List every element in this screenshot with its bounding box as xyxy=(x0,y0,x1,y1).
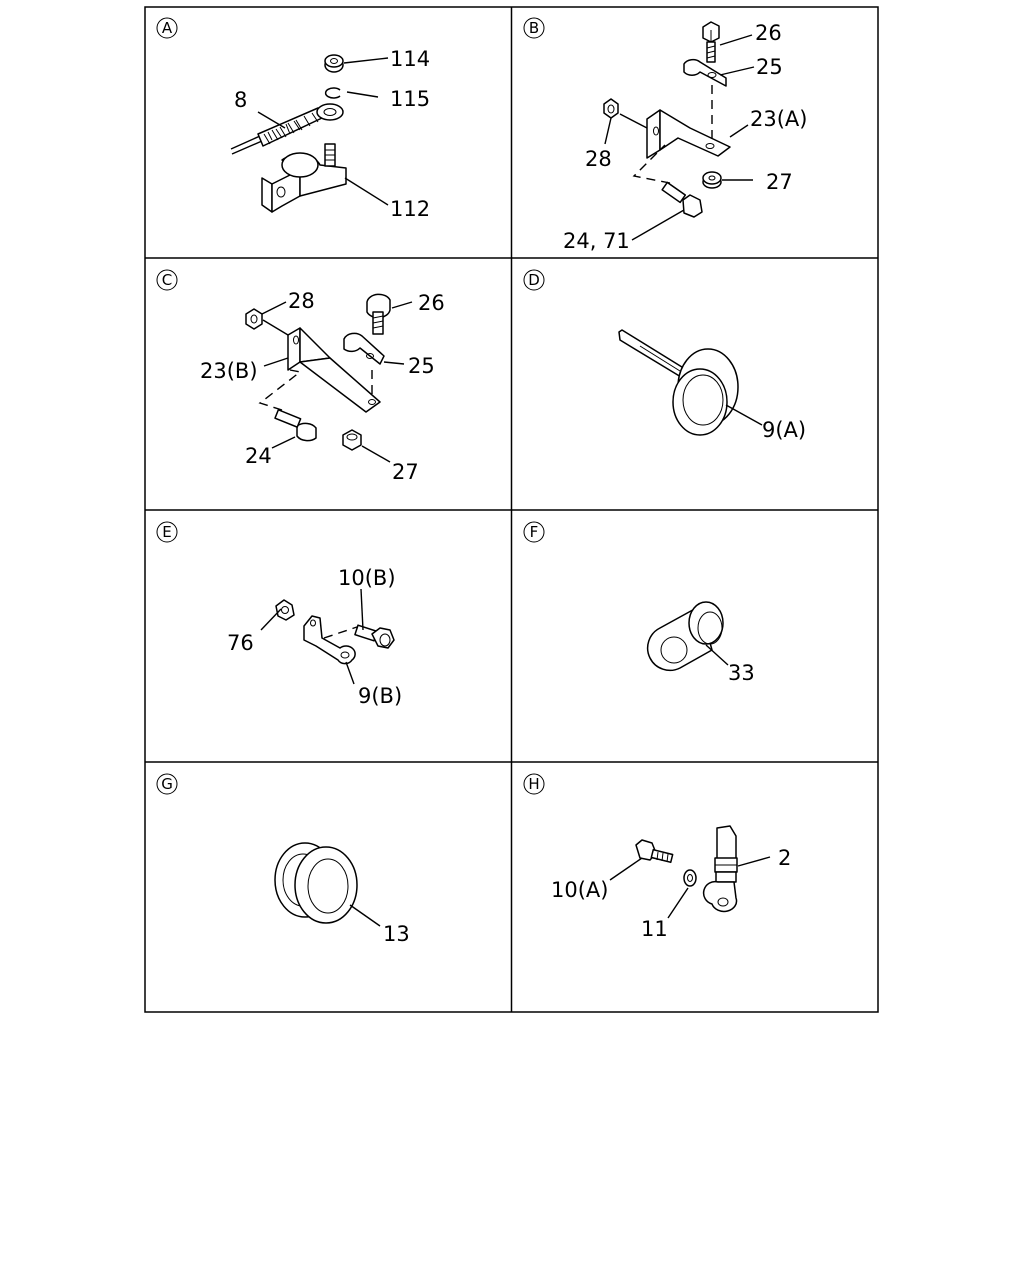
panel-b-leaders xyxy=(604,34,755,241)
panel-g-leader xyxy=(349,904,381,927)
bolt-icon xyxy=(635,839,674,864)
part-label: 24 xyxy=(245,444,272,468)
part-label: 28 xyxy=(585,147,612,171)
panel-c-leaders xyxy=(261,301,413,463)
nut-icon xyxy=(342,429,362,451)
grommet-ring-icon xyxy=(274,842,358,924)
panel-d-leader xyxy=(725,404,763,426)
part-label: 112 xyxy=(390,197,430,221)
washer-icon xyxy=(683,869,697,887)
part-label: 27 xyxy=(766,170,793,194)
nut-icon xyxy=(603,98,619,119)
panel-f: F 33 xyxy=(523,521,755,685)
panel-b-marker: B xyxy=(523,17,545,39)
cable-terminal-icon xyxy=(702,825,738,913)
svg-text:D: D xyxy=(528,271,540,289)
part-label: 9(B) xyxy=(358,684,402,708)
part-label: 23(B) xyxy=(200,359,258,383)
bolt-icon xyxy=(632,144,703,218)
bracket-icon xyxy=(287,327,381,413)
panel-d-marker: D xyxy=(523,269,545,291)
panel-g-marker: G xyxy=(156,773,178,795)
part-label: 10(B) xyxy=(338,566,396,590)
nut-icon xyxy=(245,308,263,330)
panel-a-leaders xyxy=(257,57,389,206)
panel-e: E 10(B) 76 9(B) xyxy=(156,521,402,708)
panel-h: H 10(A) 2 11 xyxy=(523,773,791,941)
panel-h-marker: H xyxy=(523,773,545,795)
panel-c-marker: C xyxy=(156,269,178,291)
cable-clip-icon xyxy=(683,58,727,87)
lock-washer-icon xyxy=(324,87,341,99)
panel-g: G 13 xyxy=(156,773,410,946)
panel-h-leaders xyxy=(609,856,771,919)
svg-text:A: A xyxy=(162,19,173,37)
cable-clip-icon xyxy=(343,332,385,365)
panel-a-marker: A xyxy=(156,17,178,39)
part-label: 26 xyxy=(755,21,782,45)
svg-text:H: H xyxy=(528,775,539,793)
part-label: 76 xyxy=(227,631,254,655)
part-label: 8 xyxy=(234,88,247,112)
part-label: 114 xyxy=(390,47,430,71)
part-label: 11 xyxy=(641,917,668,941)
part-label: 27 xyxy=(392,460,419,484)
panel-grid xyxy=(144,6,879,1013)
part-label: 115 xyxy=(390,87,430,111)
panel-f-marker: F xyxy=(523,521,545,543)
nut-icon xyxy=(324,54,344,73)
grommet-icon xyxy=(646,601,724,672)
part-label: 33 xyxy=(728,661,755,685)
part-label: 10(A) xyxy=(551,878,608,902)
part-label: 25 xyxy=(408,354,435,378)
svg-text:B: B xyxy=(529,19,539,37)
panel-a: A xyxy=(156,17,430,221)
part-label: 9(A) xyxy=(762,418,806,442)
ring-terminal-icon xyxy=(618,329,739,436)
panel-e-marker: E xyxy=(156,521,178,543)
part-label: 25 xyxy=(756,55,783,79)
svg-text:G: G xyxy=(161,775,173,793)
part-label: 13 xyxy=(383,922,410,946)
svg-text:C: C xyxy=(162,271,172,289)
bolt-icon xyxy=(258,369,317,442)
part-label: 26 xyxy=(418,291,445,315)
nut-icon xyxy=(702,171,722,189)
bracket-icon xyxy=(646,85,731,159)
panel-e-leaders xyxy=(260,588,364,685)
nut-icon xyxy=(275,599,295,621)
panel-f-leader xyxy=(705,644,729,666)
part-label: 23(A) xyxy=(750,107,807,131)
part-label: 24, 71 xyxy=(563,229,630,253)
bolt-icon xyxy=(354,624,395,649)
svg-text:F: F xyxy=(530,523,539,541)
part-label: 2 xyxy=(778,846,791,870)
part-label: 28 xyxy=(288,289,315,313)
bolt-icon xyxy=(366,293,391,335)
ring-terminal-cable-icon xyxy=(230,103,344,155)
panel-d: D 9(A) xyxy=(523,269,806,442)
bolt-icon xyxy=(702,21,720,63)
cable-clip-icon xyxy=(303,615,361,665)
clamp-icon xyxy=(261,143,347,213)
panel-c: C xyxy=(156,269,445,484)
panel-b: B xyxy=(523,17,807,253)
svg-text:E: E xyxy=(162,523,171,541)
